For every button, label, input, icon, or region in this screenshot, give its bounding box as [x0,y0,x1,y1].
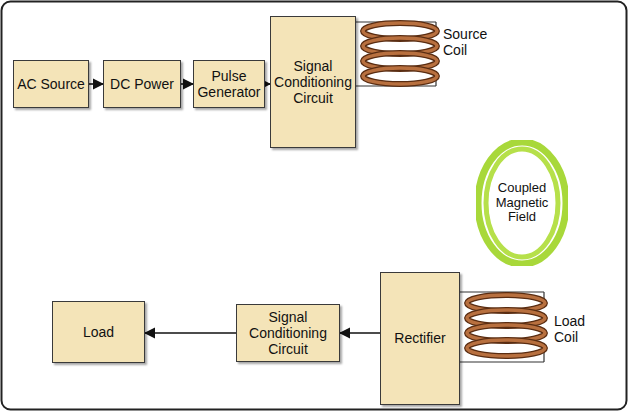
box-label: Rectifier [394,330,445,346]
node-text: Load [80,324,117,340]
box-label: Coupled Magnetic Field [491,181,553,226]
box-label: Load [83,324,114,340]
process-box: Load [52,301,145,363]
node-text: Coupled Magnetic Field [488,181,556,226]
box-label: Signal Conditioning Circuit [240,309,336,357]
process-box: AC Source [13,60,89,108]
node-text: Rectifier [391,330,448,346]
flow-arrow [89,83,103,85]
source-coil [354,22,437,86]
node-text: AC Source [14,76,88,92]
load-coil [460,292,545,362]
node-text: Signal Conditioning Circuit [271,58,355,106]
process-box: Signal Conditioning Circuit [236,304,340,362]
node-text: Pulse Generator [194,68,264,100]
box-label: AC Source [17,76,85,92]
node-text: DC Power [107,76,177,92]
box-label: Signal Conditioning Circuit [274,58,352,106]
flow-arrow [181,83,193,85]
node-text: Signal Conditioning Circuit [237,309,339,357]
process-box: Signal Conditioning Circuit [270,16,356,148]
flow-arrow [145,332,236,334]
box-label: DC Power [110,76,174,92]
coil-label: Source Coil [443,26,503,58]
process-box: DC Power [103,60,181,108]
process-box: Pulse Generator [193,60,265,108]
process-box: Rectifier [380,272,460,405]
flow-arrow [340,332,380,334]
coil-label: Load Coil [554,313,604,345]
field-ellipse: Coupled Magnetic Field [476,140,568,266]
box-label: Pulse Generator [197,68,261,100]
